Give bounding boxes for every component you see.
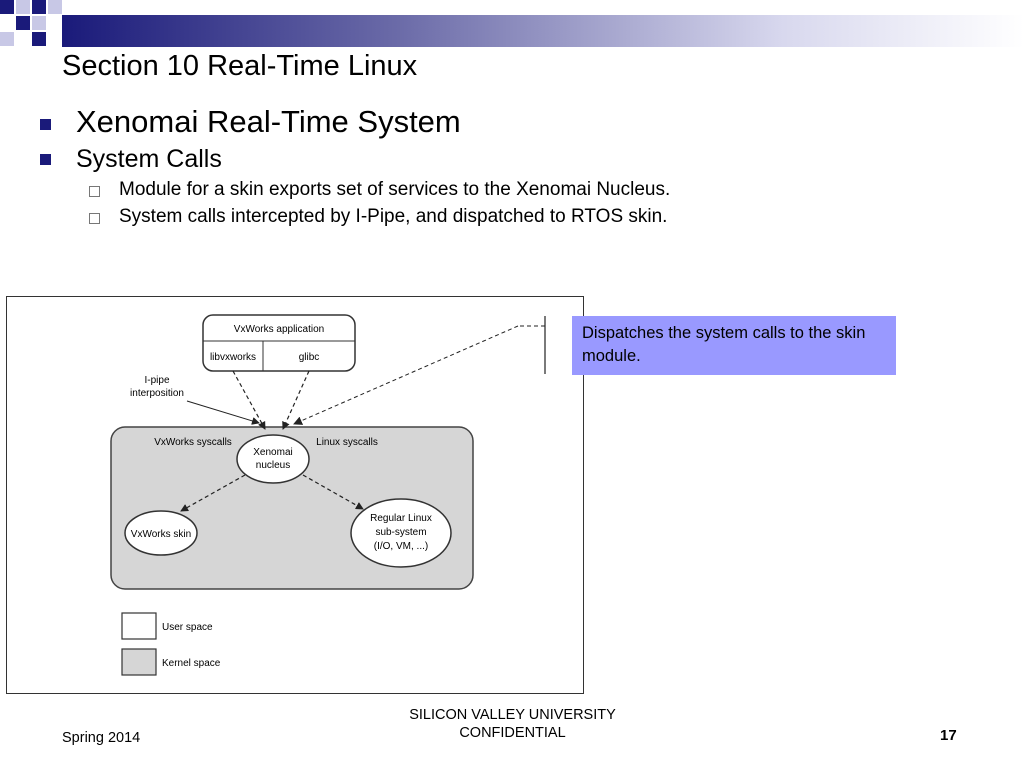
nucleus-to-linux-arrow xyxy=(302,474,364,510)
sub-bullet-marker xyxy=(89,213,100,224)
linux-syscalls-label: Linux syscalls xyxy=(316,437,378,448)
slide-title: Section 10 Real-Time Linux xyxy=(62,50,418,82)
xenomai-diagram: VxWorks application libvxworks glibc I-p… xyxy=(6,296,584,694)
vxworks-syscalls-label: VxWorks syscalls xyxy=(154,437,232,448)
legend-user-label: User space xyxy=(162,622,213,633)
legend-user-swatch xyxy=(121,612,157,640)
vxworks-skin-label: VxWorks skin xyxy=(131,529,191,540)
header-bar xyxy=(62,15,1024,47)
bullet-marker xyxy=(40,154,51,165)
footer-center-line1: SILICON VALLEY UNIVERSITY xyxy=(409,707,616,723)
regular-linux-node xyxy=(350,498,452,568)
linux-label-line3: (I/O, VM, ...) xyxy=(374,541,428,552)
nucleus-label-line2: nucleus xyxy=(256,460,290,471)
footer-center-line2: CONFIDENTIAL xyxy=(459,725,566,741)
footer-date: Spring 2014 xyxy=(62,730,141,746)
page-number: 17 xyxy=(940,727,957,744)
nucleus-label-line1: Xenomai xyxy=(253,447,292,458)
footer-confidential: SILICON VALLEY UNIVERSITY CONFIDENTIAL xyxy=(380,706,645,742)
diagram-canvas: VxWorks application libvxworks glibc I-p… xyxy=(110,314,474,676)
ipipe-label-line1: I-pipe xyxy=(144,375,169,386)
sub-bullet-module: Module for a skin exports set of service… xyxy=(119,179,671,200)
bullet-marker xyxy=(40,119,51,130)
callout-connector xyxy=(293,316,546,425)
linux-label-line2: sub-system xyxy=(375,527,426,538)
ipipe-arrow xyxy=(186,400,260,425)
ipipe-label-line2: interposition xyxy=(130,388,184,399)
callout-box: Dispatches the system calls to the skin … xyxy=(572,316,896,375)
legend-kernel-swatch xyxy=(121,648,157,676)
nucleus-to-vxskin-arrow xyxy=(180,474,246,512)
glibc-to-nucleus-arrow xyxy=(282,370,310,430)
bullet-system-calls: System Calls xyxy=(76,145,222,173)
vxworks-skin-node xyxy=(124,510,198,556)
corner-decoration xyxy=(0,0,80,60)
sub-bullet-ipipe: System calls intercepted by I-Pipe, and … xyxy=(119,206,668,227)
glibc-label: glibc xyxy=(299,352,320,363)
linux-label-line1: Regular Linux xyxy=(370,513,432,524)
vxworks-application-box xyxy=(202,314,356,372)
bullet-xenomai: Xenomai Real-Time System xyxy=(76,104,461,139)
xenomai-nucleus-node xyxy=(236,434,310,484)
libvxworks-label: libvxworks xyxy=(210,352,256,363)
sub-bullet-marker xyxy=(89,186,100,197)
legend-kernel-label: Kernel space xyxy=(162,658,221,669)
app-title-label: VxWorks application xyxy=(234,324,324,335)
